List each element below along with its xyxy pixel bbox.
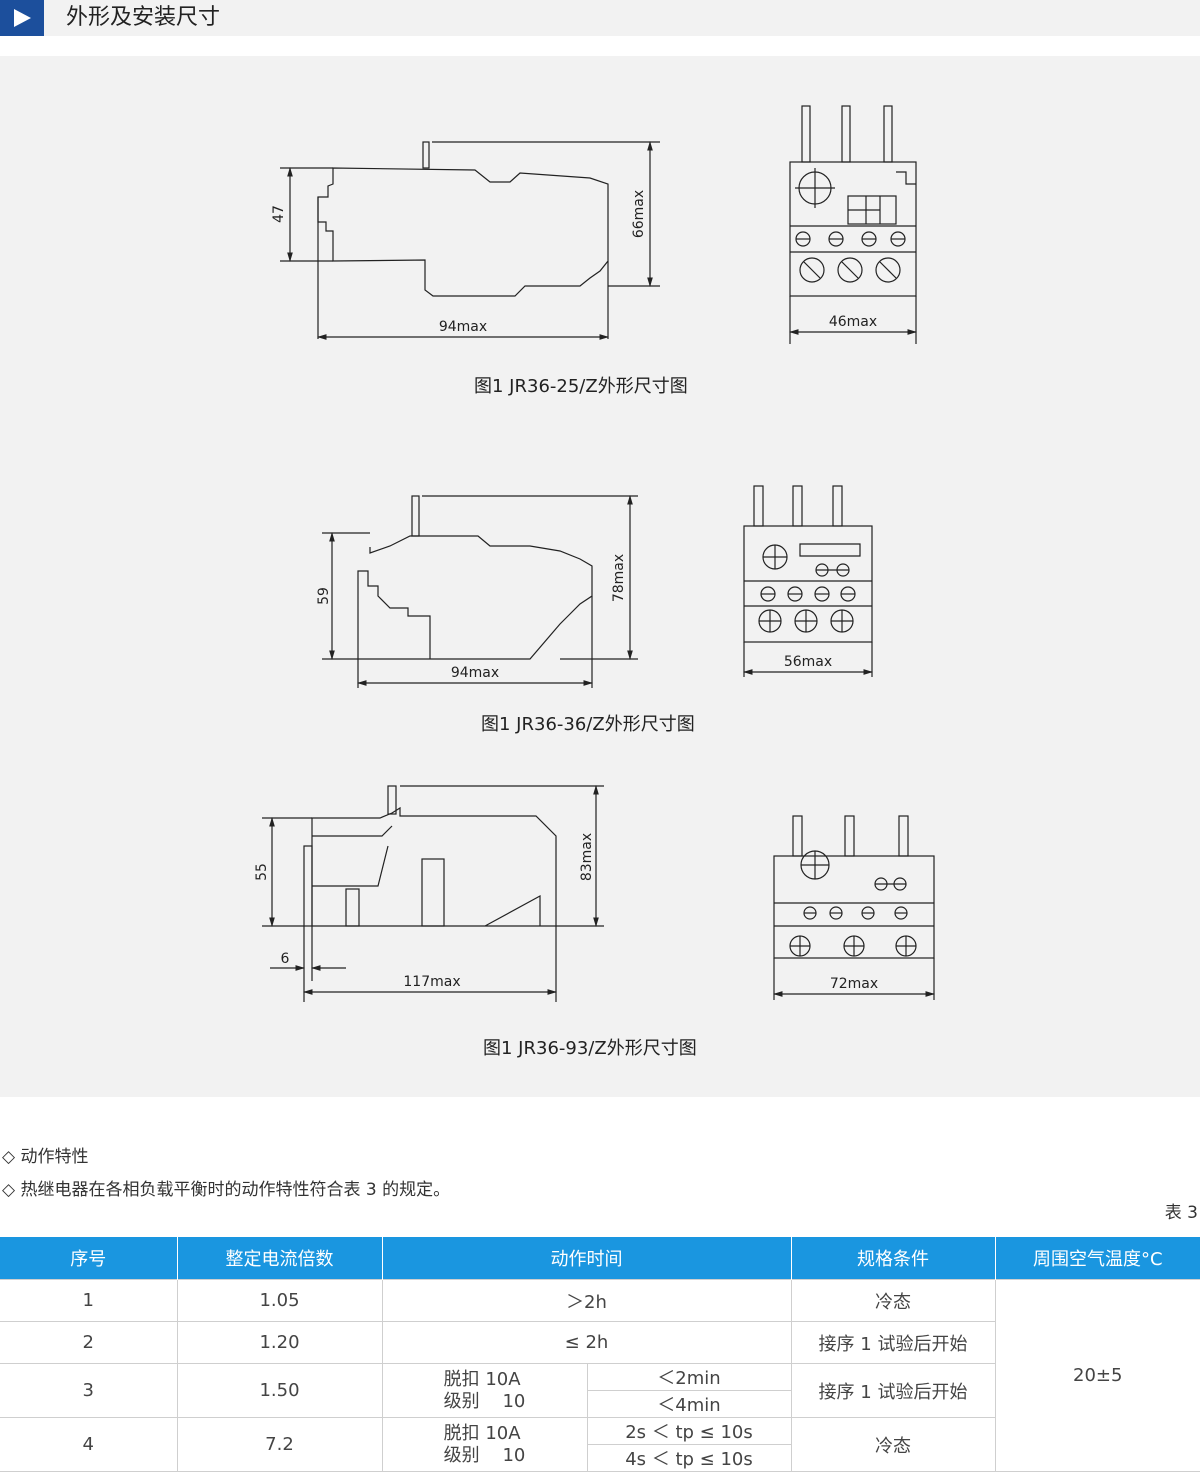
dimension-drawing-svg: 47 66max 94max 46max 59 78max 94max 56ma… <box>254 105 935 1002</box>
cell-time: ≤ 2h <box>381 1321 792 1364</box>
header-condition: 规格条件 <box>791 1237 996 1280</box>
header-time: 动作时间 <box>382 1237 792 1280</box>
cell-condition: 冷态 <box>790 1279 996 1322</box>
cell-condition: 接序 1 试验后开始 <box>790 1321 995 1364</box>
cell-time-b: ＜4min <box>587 1390 791 1418</box>
cell-condition: 冷态 <box>790 1417 995 1472</box>
trip-current: 脱扣 10A <box>443 1422 521 1444</box>
cell-multiple: 7.2 <box>176 1417 383 1472</box>
cell-time-b: 4s ＜ tp ≤ 10s <box>587 1444 791 1472</box>
fig2-dim-59: 59 <box>316 587 332 605</box>
trip-class: 级别 10 <box>443 1444 526 1466</box>
cell-multiple: 1.05 <box>176 1279 383 1322</box>
fig1-dim-94max: 94max <box>439 319 487 335</box>
fig3-dim-83max: 83max <box>579 833 595 881</box>
cell-no: 4 <box>0 1417 178 1472</box>
cell-time: ＞2h <box>381 1279 792 1322</box>
fig1-caption: 图1 JR36-25/Z外形尺寸图 <box>474 376 688 397</box>
fig2-side-view <box>322 495 638 688</box>
fig1-front-view <box>789 105 917 344</box>
trip-current: 脱扣 10A <box>443 1368 521 1390</box>
note-balanced-load: ◇ 热继电器在各相负载平衡时的动作特性符合表 3 的规定。 <box>2 1180 451 1200</box>
cell-no: 2 <box>0 1321 178 1364</box>
action-characteristics-table: 序号 整定电流倍数 动作时间 规格条件 周围空气温度°C 1 1.05 ＞2h … <box>0 1237 1200 1472</box>
fig3-front-view <box>773 815 935 1000</box>
header-multiple: 整定电流倍数 <box>177 1237 383 1280</box>
cell-multiple: 1.50 <box>176 1363 383 1418</box>
fig3-dim-117max: 117max <box>403 974 460 990</box>
cell-no: 3 <box>0 1363 178 1418</box>
fig1-side-view <box>280 141 660 340</box>
table-row: 4 7.2 脱扣 10A 级别 10 2s ＜ tp ≤ 10s 冷态 <box>0 1417 1200 1472</box>
fig3-dim-55: 55 <box>254 863 270 881</box>
table-row: 4s ＜ tp ≤ 10s <box>0 1444 1200 1472</box>
trip-class: 级别 10 <box>443 1390 526 1412</box>
fig2-caption: 图1 JR36-36/Z外形尺寸图 <box>481 714 695 735</box>
table-header-row: 序号 整定电流倍数 动作时间 规格条件 周围空气温度°C <box>0 1237 1200 1280</box>
fig3-dim-6: 6 <box>281 951 290 967</box>
section-header: 外形及安装尺寸 <box>0 0 1200 36</box>
fig3-caption: 图1 JR36-93/Z外形尺寸图 <box>483 1038 697 1059</box>
table-label: 表 3 <box>1164 1203 1198 1223</box>
note-action-characteristics: ◇ 动作特性 <box>2 1147 89 1167</box>
section-title: 外形及安装尺寸 <box>66 5 221 30</box>
cell-temperature: 20±5 <box>994 1279 1200 1472</box>
cell-time-a: 2s ＜ tp ≤ 10s <box>586 1417 792 1445</box>
fig1-dim-47: 47 <box>271 205 287 223</box>
section-badge <box>0 0 44 36</box>
cell-time-a: ＜2min <box>586 1363 792 1391</box>
cell-trip-spec: 脱扣 10A 级别 10 <box>381 1417 588 1472</box>
fig3-side-view <box>262 785 604 1002</box>
cell-multiple: 1.20 <box>176 1321 383 1364</box>
play-arrow-icon <box>14 9 31 27</box>
fig2-dim-56max: 56max <box>784 654 832 670</box>
header-no: 序号 <box>0 1237 178 1280</box>
cell-condition: 接序 1 试验后开始 <box>790 1363 995 1418</box>
fig3-dim-72max: 72max <box>830 976 878 992</box>
fig1-dim-46max: 46max <box>829 314 877 330</box>
fig2-dim-78max: 78max <box>611 554 627 602</box>
cell-no: 1 <box>0 1279 178 1322</box>
fig1-dim-66max: 66max <box>631 190 647 238</box>
cell-trip-spec: 脱扣 10A 级别 10 <box>381 1363 588 1418</box>
fig2-front-view <box>743 485 873 677</box>
dimension-drawings: 47 66max 94max 46max 59 78max 94max 56ma… <box>0 56 1200 1097</box>
fig2-dim-94max: 94max <box>451 665 499 681</box>
header-temperature: 周围空气温度°C <box>995 1237 1200 1280</box>
table-row: 1 1.05 ＞2h 冷态 20±5 <box>0 1279 1200 1472</box>
